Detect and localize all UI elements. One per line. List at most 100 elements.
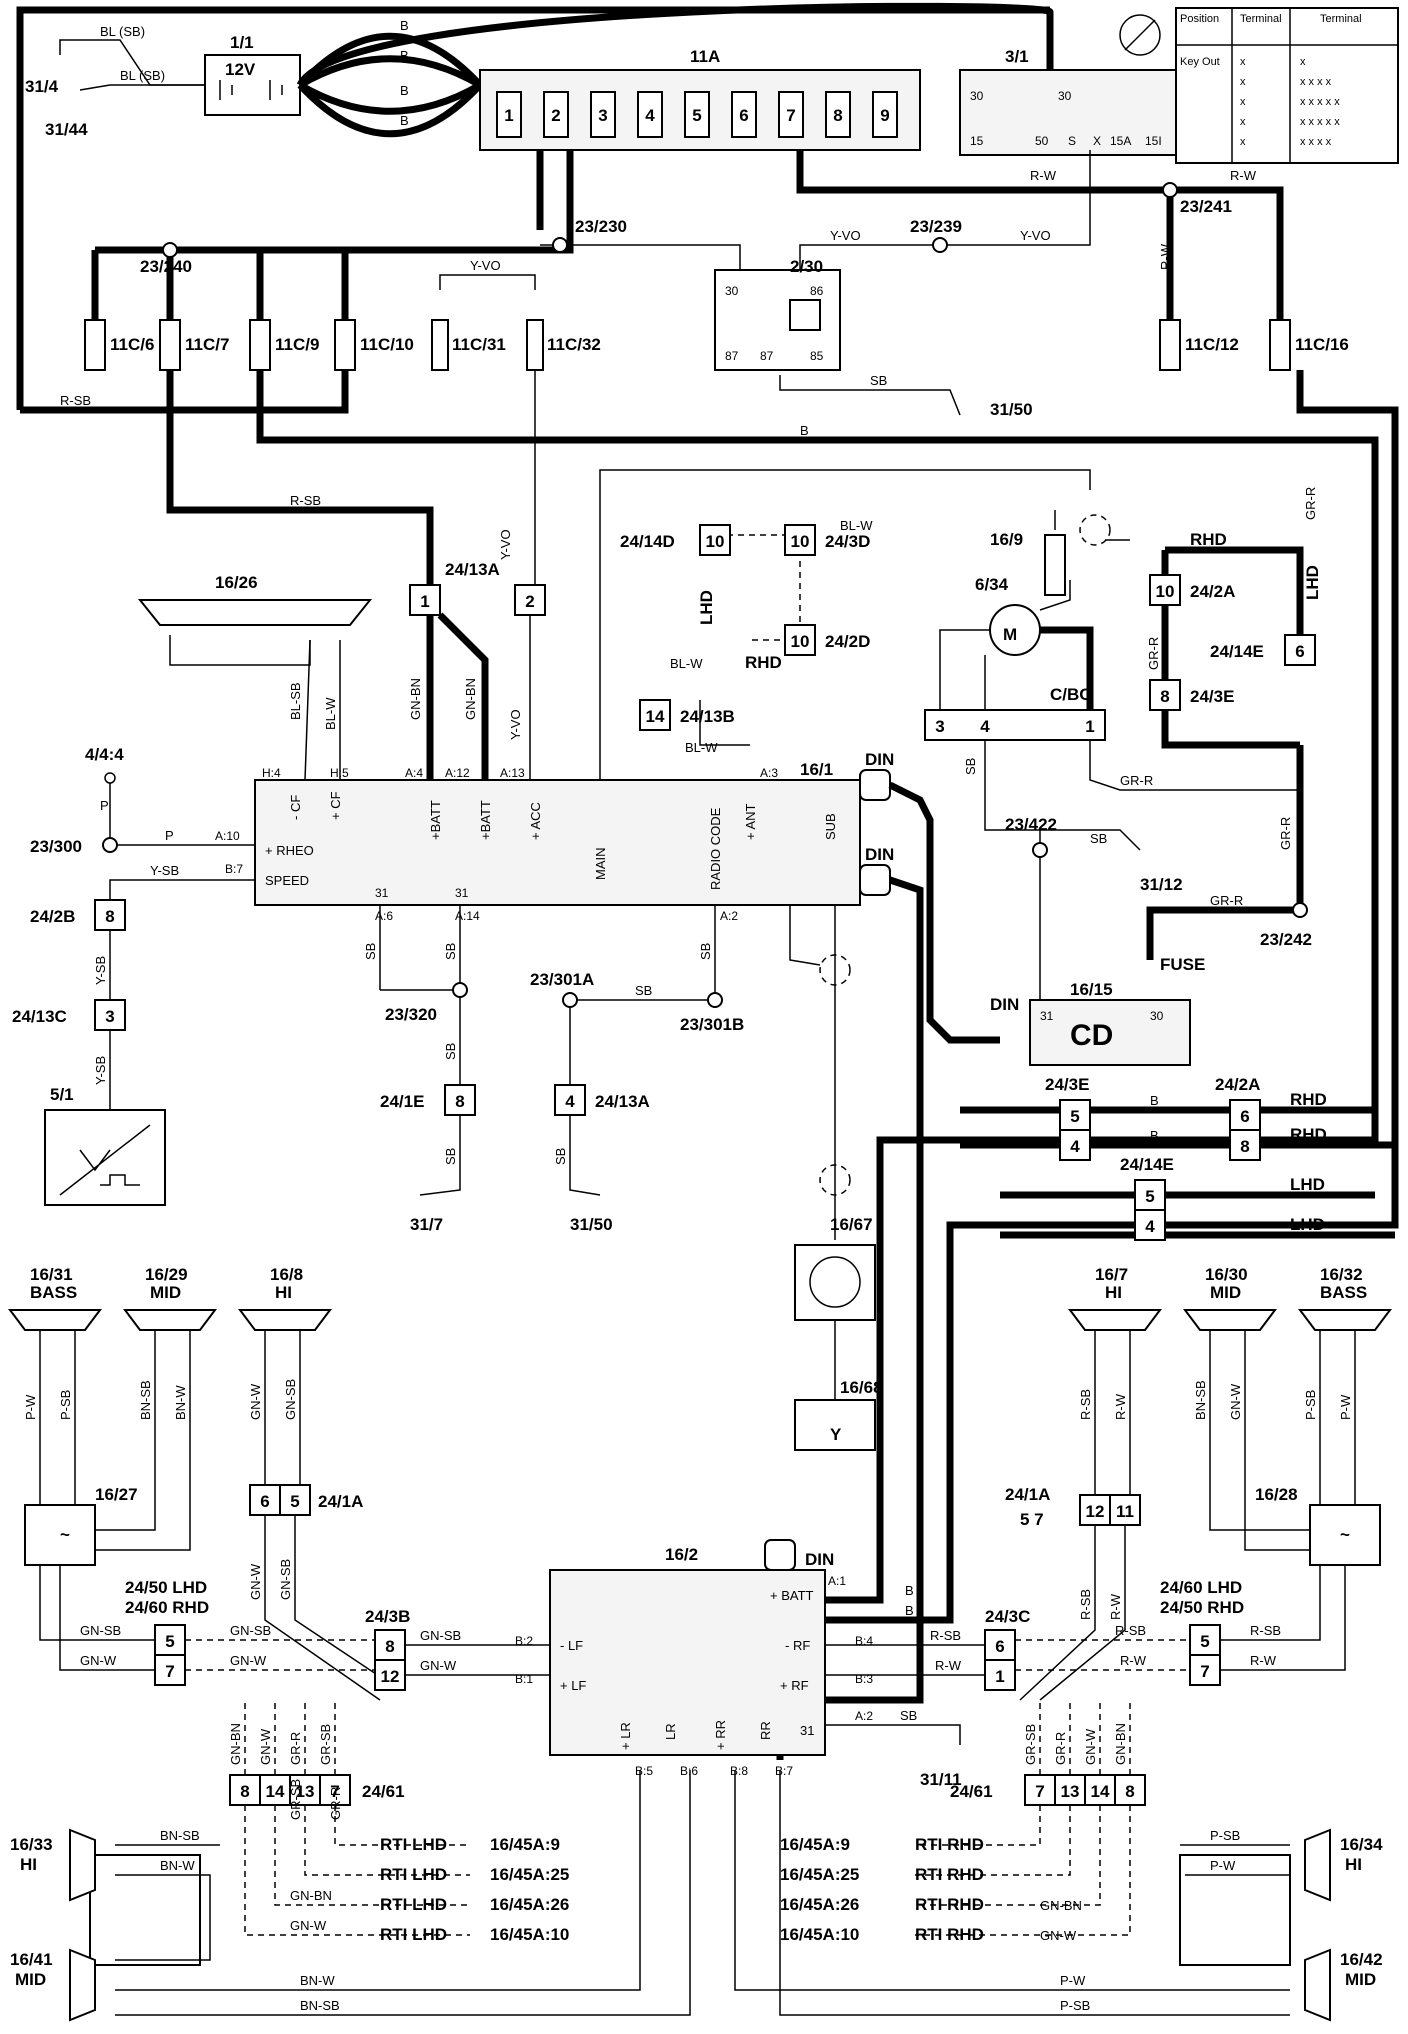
wire-r-sb-1: R-SB [60, 393, 91, 408]
terminal-header-1: Terminal [1240, 13, 1282, 25]
wire-gr-r-3: GR-R [1146, 637, 1161, 670]
c-16-68-label: 16/68 [840, 1378, 883, 1397]
node-23-300: 23/300 [30, 837, 82, 856]
speaker-16-29-type: MID [150, 1283, 181, 1302]
node-23-301a: 23/301A [530, 970, 594, 989]
rti-rhd-4: RTI RHD [915, 1925, 984, 1944]
ignition-switch [959, 69, 1181, 156]
wire-gr-r-4: GR-R [1278, 817, 1293, 850]
fuse-11c-16-label: 11C/16 [1295, 335, 1349, 354]
speaker-16-41-id: 16/41 [10, 1950, 53, 1969]
rti-term-r-25: 16/45A:25 [780, 1865, 859, 1884]
speaker-16-34-id: 16/34 [1340, 1835, 1383, 1854]
ground-31-4: 31/4 [25, 77, 59, 96]
svg-text:x: x [1300, 56, 1306, 68]
cd-din: DIN [990, 995, 1019, 1014]
amp-term-lf-plus: + LF [560, 1678, 586, 1693]
ignition-switch-id: 3/1 [1005, 47, 1029, 66]
rhd-label-2: RHD [1190, 530, 1227, 549]
radio-term-speed: SPEED [265, 873, 309, 888]
wire-b-top4: B [400, 113, 409, 128]
conn-24-13c [94, 999, 126, 1031]
wire-gn-w-l6: GN-W [258, 1728, 273, 1765]
svg-text:1: 1 [995, 1667, 1004, 1686]
amp-pin-b8: B:8 [730, 1764, 748, 1778]
conn-24-2a-b-label: 24/2A [1215, 1075, 1260, 1094]
lhd-rhd-l2: 24/60 RHD [125, 1598, 209, 1617]
c-16-67-label: 16/67 [830, 1215, 873, 1234]
svg-text:1: 1 [420, 592, 429, 611]
wire-r-w-r: R-W [1113, 1393, 1128, 1420]
cd-id: 16/15 [1070, 980, 1113, 999]
conn-24-2b [94, 899, 126, 931]
svg-text:86: 86 [810, 284, 824, 298]
radio-din-2: DIN [865, 845, 894, 864]
svg-text:10: 10 [791, 532, 810, 551]
svg-text:x x x x: x x x x [1300, 76, 1332, 88]
fuse-11a-6 [731, 91, 757, 138]
conn-24-14e-4 [1134, 1209, 1166, 1241]
fuse-11a-4 [637, 91, 663, 138]
conn-24-3b-label: 24/3B [365, 1607, 410, 1626]
amp-term-rf-minus: - RF [785, 1638, 810, 1653]
radio-id: 16/1 [800, 760, 833, 779]
fuse-11a-number: 4 [645, 106, 655, 125]
svg-text:x x x x x: x x x x x [1300, 96, 1340, 108]
fuse-11c-10-label: 11C/10 [360, 335, 414, 354]
rti-term-l-9: 16/45A:9 [490, 1835, 560, 1854]
svg-text:8: 8 [1125, 1782, 1134, 1801]
fuse-11c-6 [84, 319, 106, 371]
conn-24-3e-b-label: 24/3E [1045, 1075, 1089, 1094]
radio-term-radio-code: RADIO CODE [708, 807, 723, 890]
conn-24-3e-5 [1059, 1099, 1091, 1131]
wire-y-vo-4: Y-VO [498, 529, 513, 560]
ignition-position-table [1175, 7, 1399, 164]
conn-24-13a-label: 24/13A [445, 560, 500, 579]
wire-gn-w-l1: GN-W [248, 1383, 263, 1420]
svg-text:8: 8 [105, 907, 114, 926]
fuse-11a-number: 5 [692, 106, 701, 125]
wire-sb-r7: SB [553, 1148, 568, 1165]
speaker-16-8 [238, 1309, 332, 1331]
fuse-11a-9 [872, 91, 898, 138]
speaker-16-42 [1304, 1948, 1331, 2022]
wire-gr-r-l: GR-R [288, 1732, 303, 1765]
amp-pin-b4: B:4 [855, 1634, 873, 1648]
svg-text:4: 4 [980, 717, 990, 736]
wire-r-w-2: R-W [1230, 168, 1257, 183]
rti-rhd-3: RTI RHD [915, 1895, 984, 1914]
speaker-16-31-id: 16/31 [30, 1265, 73, 1284]
rti-rhd-1: RTI RHD [915, 1835, 984, 1854]
wire-bl-w-4: BL-W [323, 697, 338, 730]
svg-text:5: 5 [1200, 1632, 1209, 1651]
wire-gr-sb-l2: GR-SB [288, 1779, 303, 1820]
wire-sb-r6: SB [635, 983, 652, 998]
fuse-11c-9-label: 11C/9 [275, 335, 319, 354]
svg-text:87: 87 [760, 349, 774, 363]
speaker-16-33-type: HI [20, 1855, 37, 1874]
amplifier-unit: 16/2 DIN + BATT - LF + LF - RF + RF + LR… [39, 1539, 1346, 1789]
c-16-26 [137, 599, 373, 626]
svg-text:x x x x: x x x x [1300, 136, 1332, 148]
conn-24-2b-label: 24/2B [30, 907, 75, 926]
wire-b-top2: B [400, 48, 409, 63]
conn-24-14d-label: 24/14D [620, 532, 675, 551]
conn-24-2d [784, 624, 816, 656]
amp-pin-b3: B:3 [855, 1672, 873, 1686]
svg-text:5: 5 [290, 1492, 299, 1511]
fuse-11c-16 [1269, 319, 1291, 371]
svg-text:10: 10 [1156, 582, 1175, 601]
conn-24-2a-6 [1229, 1099, 1261, 1131]
radio-pin-a4: A:4 [405, 766, 423, 780]
svg-text:15A: 15A [1110, 134, 1131, 148]
amp-term-31: 31 [800, 1723, 814, 1738]
conn-24-1a-r-pins: 5 7 [1020, 1510, 1044, 1529]
speaker-16-7 [1068, 1309, 1162, 1331]
amp-term-batt: + BATT [770, 1588, 814, 1603]
wire-sb-r1: SB [363, 943, 378, 960]
fuse-11c-12-label: 11C/12 [1185, 335, 1239, 354]
svg-text:8: 8 [240, 1782, 249, 1801]
radio-pin-31b: 31 [455, 886, 469, 900]
svg-text:13: 13 [1061, 1782, 1080, 1801]
ground-31-7: 31/7 [410, 1215, 443, 1234]
